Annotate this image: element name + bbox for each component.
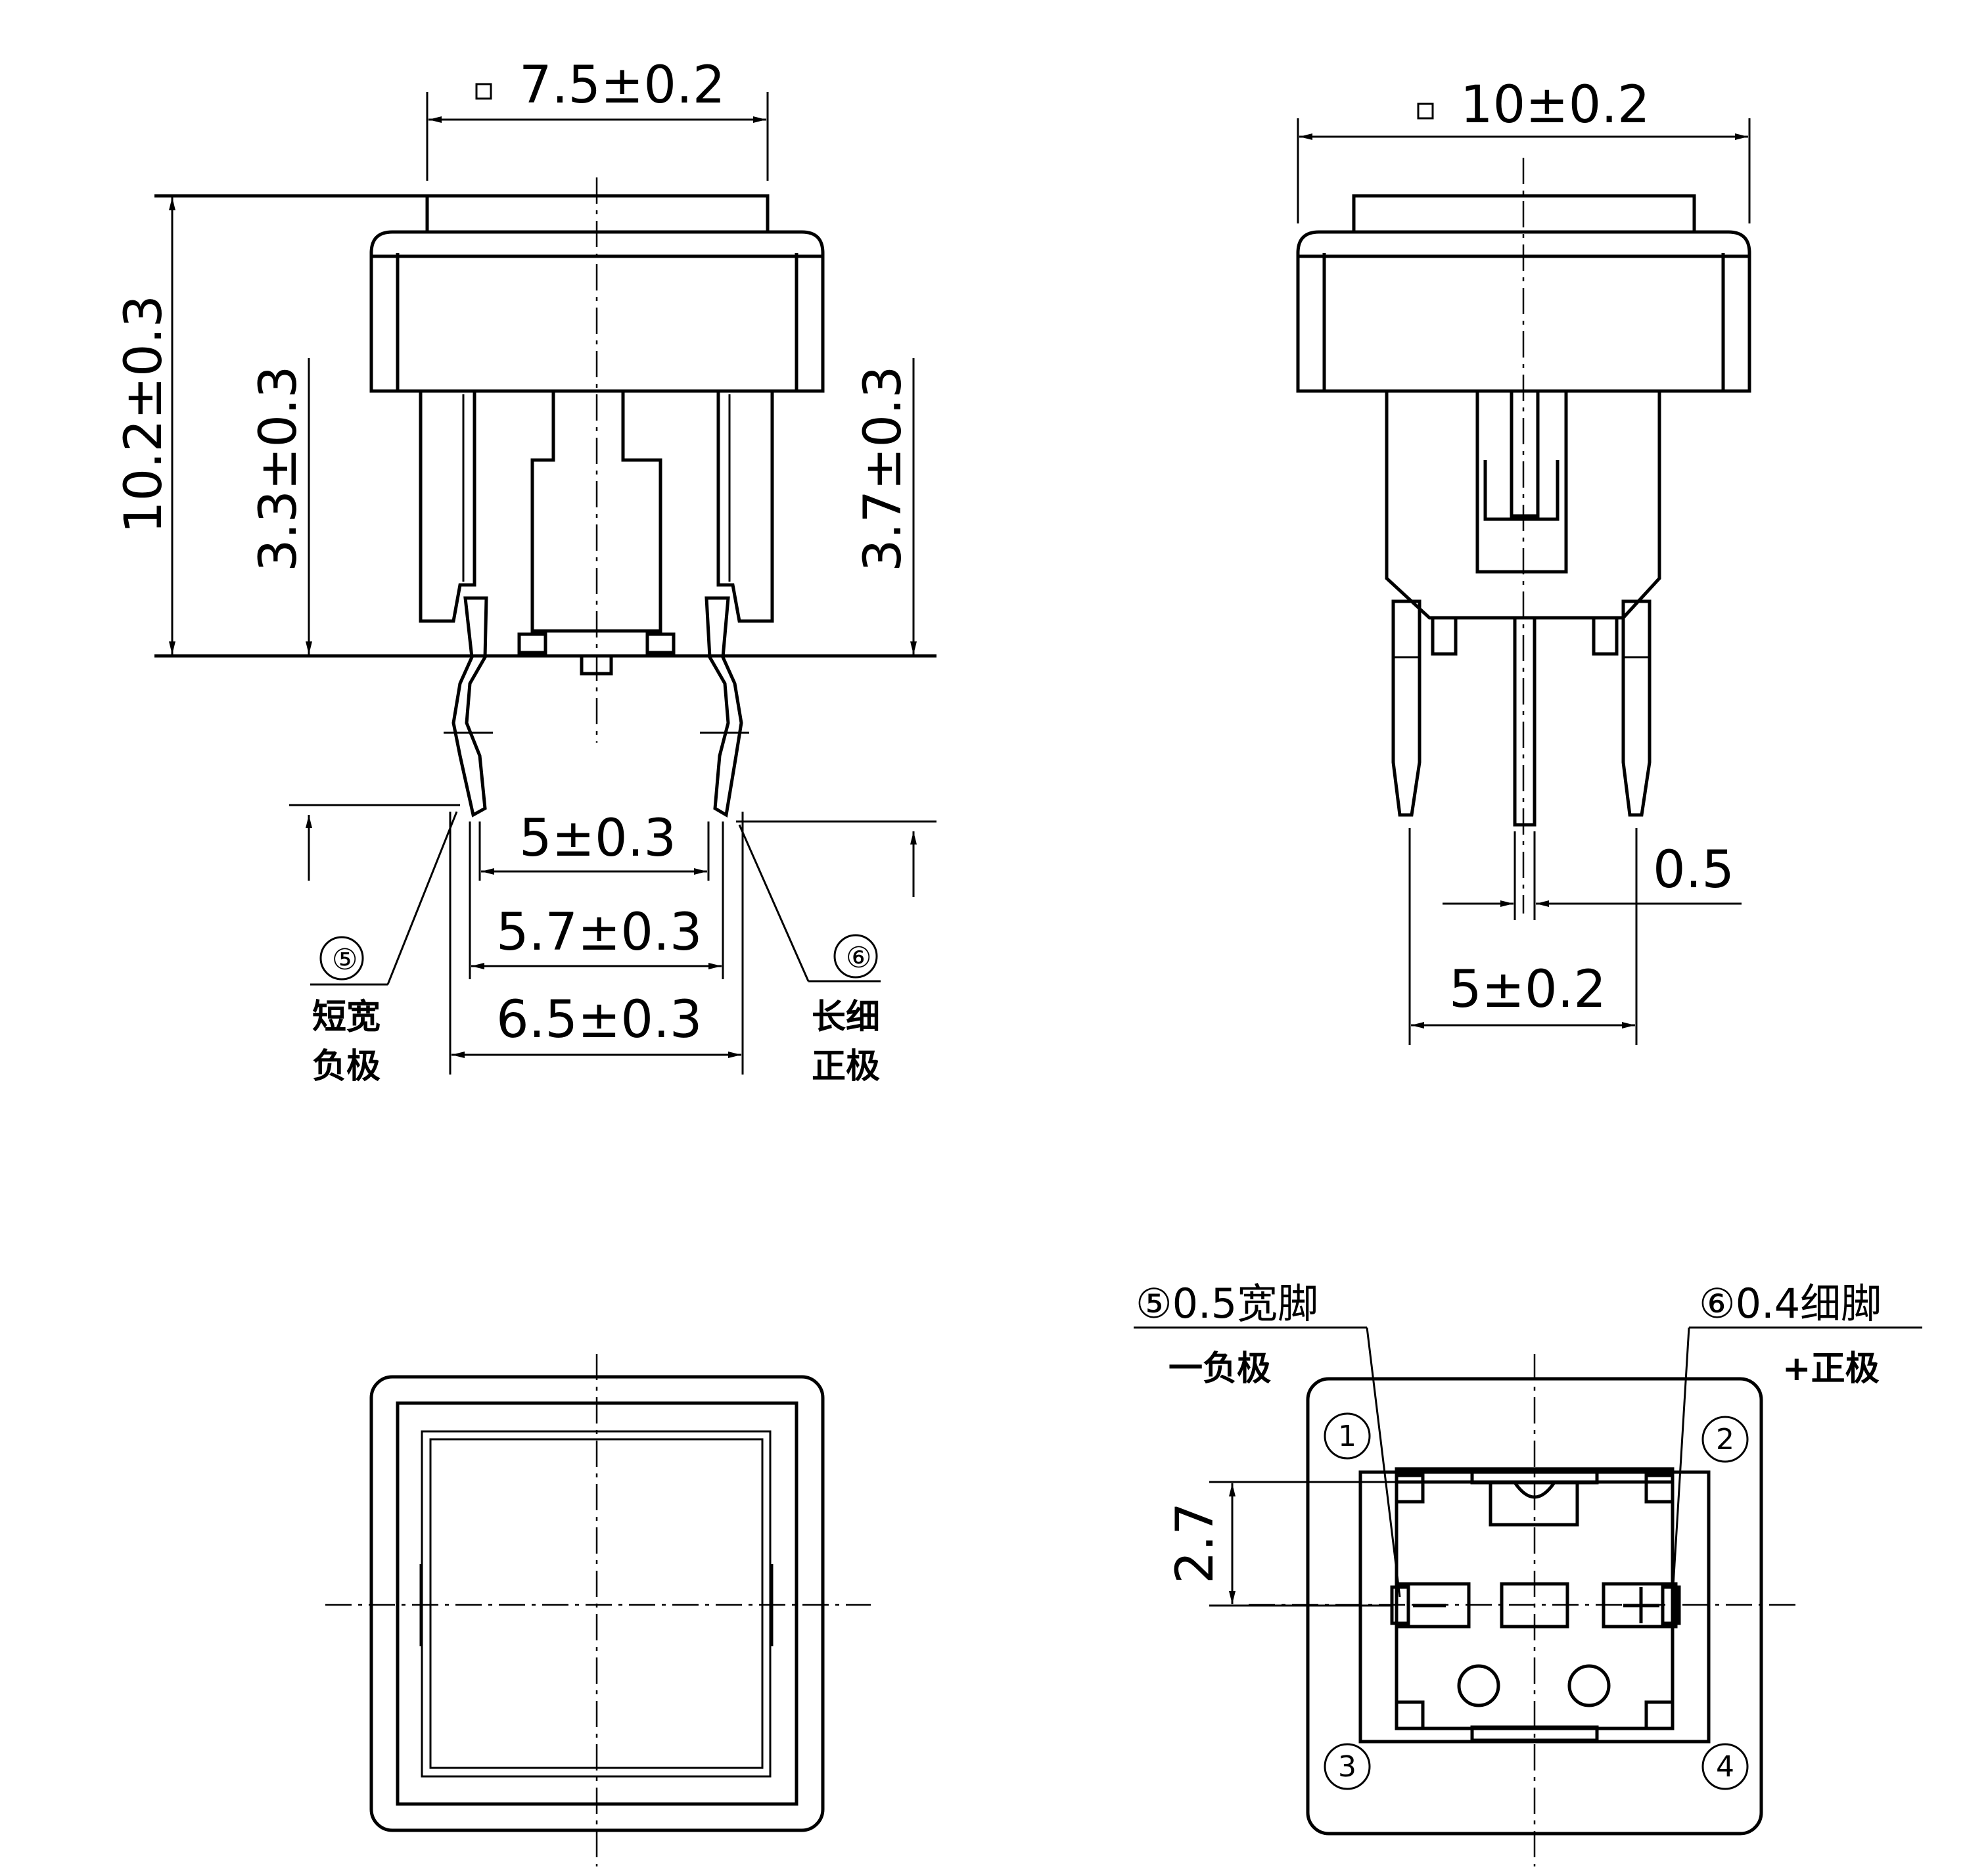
square-symbol-icon xyxy=(1417,103,1434,120)
pin-5-mark: ⑤ xyxy=(332,943,358,977)
mount-hole-left xyxy=(1457,1664,1500,1707)
side-led-block xyxy=(1475,389,1568,574)
front-pin-6 xyxy=(705,596,743,818)
pin-5-polarity: 一负极 xyxy=(1168,1349,1271,1389)
pin-6-desc-1: 长细 xyxy=(812,998,880,1037)
dim-body-width: 10±0.2 xyxy=(1460,76,1650,135)
dim-pin-span-outer: 6.5±0.3 xyxy=(496,990,702,1050)
pin-6-polarity: +正极 xyxy=(1782,1349,1880,1389)
pin-5-spec: ⑤0.5宽脚 xyxy=(1136,1280,1318,1328)
side-pin-left xyxy=(1391,599,1422,817)
dim-pin-span-inner: 5±0.3 xyxy=(519,809,676,868)
corner-pin-4: 4 xyxy=(1716,1750,1734,1784)
dim-offset: 2.7 xyxy=(1166,1502,1225,1584)
front-pin-5 xyxy=(451,596,488,818)
dim-left-offset: 3.3±0.3 xyxy=(249,366,308,572)
side-pin-right xyxy=(1621,599,1652,817)
pin-6-spec: ⑥0.4细脚 xyxy=(1699,1280,1882,1328)
dim-pin-span-mid: 5.7±0.3 xyxy=(496,903,702,962)
pin-6-desc-2: 正极 xyxy=(812,1047,880,1086)
dim-total-height: 10.2±0.3 xyxy=(114,295,173,534)
corner-pin-3: 3 xyxy=(1338,1750,1356,1784)
corner-pin-2: 2 xyxy=(1716,1423,1734,1456)
mount-hole-right xyxy=(1567,1664,1611,1707)
dim-pin-thickness: 0.5 xyxy=(1653,841,1734,900)
front-inner-body xyxy=(530,391,662,633)
front-cap xyxy=(369,230,825,393)
front-view: 7.5±0.2 10.2±0.3 3.3±0.3 3.7±0.3 5±0.3 5… xyxy=(114,56,936,1086)
dim-pin-spacing: 5±0.2 xyxy=(1449,960,1606,1019)
dim-right-offset: 3.7±0.3 xyxy=(854,366,913,572)
side-view: 10±0.2 0.5 5±0.2 xyxy=(1296,76,1751,1045)
pin-5-desc-1: 短宽 xyxy=(312,998,381,1037)
corner-pin-3-icon xyxy=(1324,1743,1371,1790)
bottom-led-notch xyxy=(1489,1483,1579,1527)
top-view xyxy=(325,1354,871,1866)
side-cap xyxy=(1296,230,1751,393)
pin-5-desc-2: 负极 xyxy=(312,1047,381,1086)
front-left-leg xyxy=(419,391,476,623)
front-right-leg xyxy=(716,391,774,623)
square-symbol-icon xyxy=(475,83,492,100)
pin-6-marker-icon xyxy=(833,934,878,979)
side-pin-center xyxy=(1513,616,1537,827)
corner-pin-1: 1 xyxy=(1338,1420,1356,1453)
dim-cap-width: 7.5±0.2 xyxy=(519,56,725,115)
corner-pin-4-icon xyxy=(1701,1743,1749,1790)
corner-pin-2-icon xyxy=(1701,1416,1749,1463)
corner-pin-1-icon xyxy=(1324,1412,1371,1460)
bottom-view: 1 2 3 4 2.7 ⑤0.5宽脚 一负极 ⑥0.4细脚 +正极 xyxy=(1134,1280,1922,1866)
pin-6-mark: ⑥ xyxy=(846,941,871,975)
pin-5-marker-icon xyxy=(319,936,364,981)
